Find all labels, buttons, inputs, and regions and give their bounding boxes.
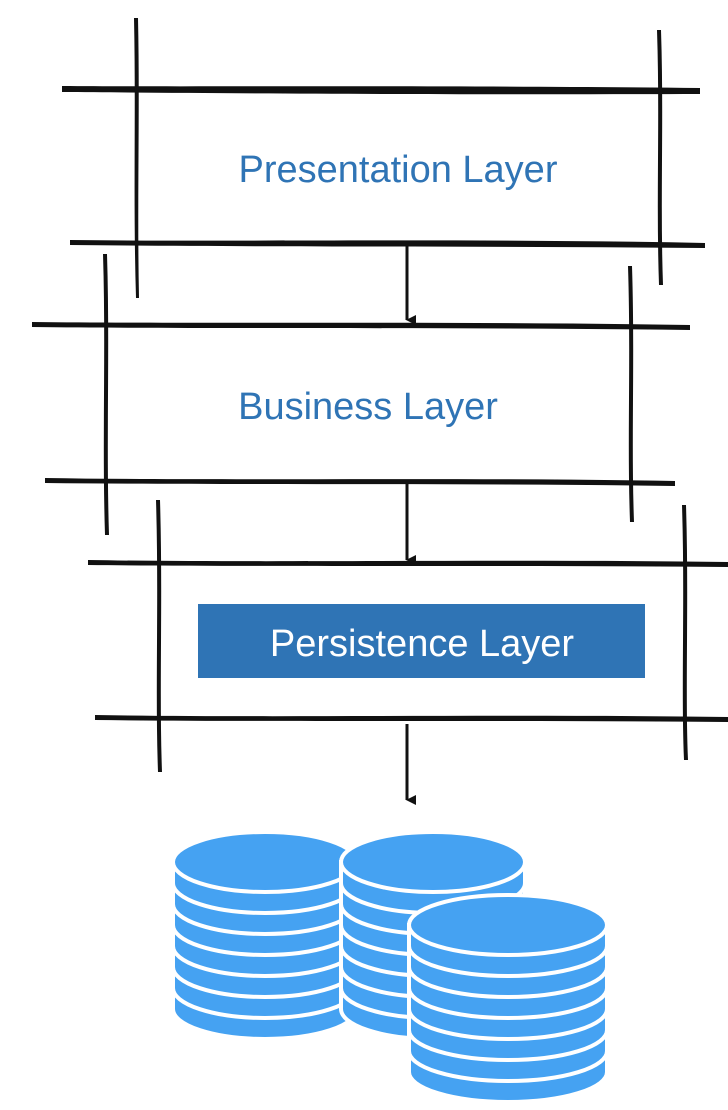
persistence-top-line [88, 560, 728, 567]
persistence-left-line [156, 500, 162, 772]
persistence-layer-highlight [198, 604, 645, 678]
business-top-line [32, 322, 690, 330]
database-stack-icon [171, 830, 609, 1104]
business-layer-box [32, 254, 690, 535]
presentation-bottom-line [70, 240, 705, 248]
presentation-right-line [657, 30, 663, 285]
presentation-layer-box [62, 18, 705, 298]
presentation-top-line [62, 86, 700, 95]
persistence-bottom-line [95, 715, 728, 722]
business-right-line [628, 266, 634, 522]
persistence-layer-label: Persistence Layer [270, 623, 574, 665]
persistence-right-line [682, 505, 688, 760]
presentation-layer-label: Presentation Layer [239, 149, 558, 191]
business-layer-label: Business Layer [238, 386, 498, 428]
business-bottom-line [45, 478, 675, 486]
business-left-line [103, 254, 109, 535]
database-cylinder [407, 893, 609, 1104]
presentation-left-line [134, 18, 139, 298]
database-cylinder [171, 830, 359, 1041]
